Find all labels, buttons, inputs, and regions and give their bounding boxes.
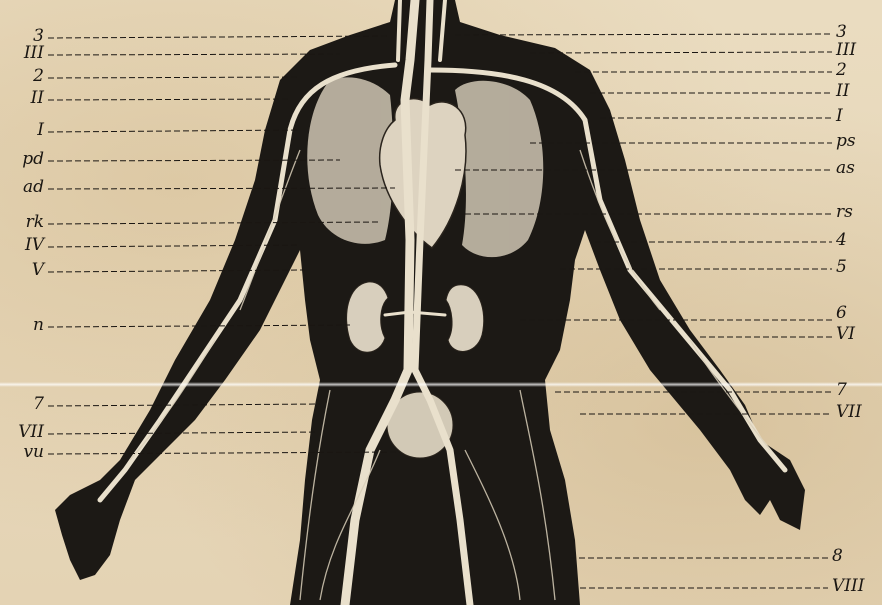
label-right-as: as bbox=[836, 160, 855, 177]
leader-line-left bbox=[48, 432, 318, 434]
label-right-VIII: VIII bbox=[832, 578, 864, 595]
leader-line-right bbox=[455, 34, 832, 35]
label-right-8: 8 bbox=[832, 548, 843, 565]
label-right-4: 4 bbox=[836, 232, 847, 249]
label-right-7: 7 bbox=[836, 382, 847, 399]
label-left-I: I bbox=[0, 122, 44, 139]
leader-line-left bbox=[48, 77, 300, 78]
label-left-III: III bbox=[0, 45, 44, 62]
paper-fold-crease bbox=[0, 382, 882, 387]
label-right-VII: VII bbox=[836, 404, 862, 421]
label-left-pd: pd bbox=[0, 151, 44, 168]
leader-line-left bbox=[48, 130, 300, 132]
label-right-3: 3 bbox=[836, 24, 847, 41]
label-left-rk: rk bbox=[0, 214, 44, 231]
leader-line-left bbox=[48, 36, 388, 38]
label-right-6: 6 bbox=[836, 305, 847, 322]
label-right-5: 5 bbox=[836, 259, 847, 276]
label-right-ps: ps bbox=[836, 133, 856, 150]
label-right-II: II bbox=[836, 83, 849, 100]
label-left-IV: IV bbox=[0, 237, 44, 254]
label-left-n: n bbox=[0, 317, 44, 334]
label-left-vu: vu bbox=[0, 444, 44, 461]
label-left-VII: VII bbox=[0, 424, 44, 441]
leader-line-right bbox=[530, 52, 832, 53]
label-left-7: 7 bbox=[0, 396, 44, 413]
label-right-rs: rs bbox=[836, 204, 853, 221]
label-left-V: V bbox=[0, 262, 44, 279]
label-left-2: 2 bbox=[0, 68, 44, 85]
label-right-I: I bbox=[836, 108, 843, 125]
leader-line-left bbox=[48, 99, 290, 100]
label-right-2: 2 bbox=[836, 62, 847, 79]
neck-vessel-right bbox=[398, 0, 400, 60]
left-lung bbox=[455, 81, 543, 257]
leader-line-left bbox=[48, 54, 340, 55]
label-right-III: III bbox=[836, 42, 856, 59]
label-left-ad: ad bbox=[0, 179, 44, 196]
label-left-II: II bbox=[0, 90, 44, 107]
label-right-VI: VI bbox=[836, 326, 855, 343]
